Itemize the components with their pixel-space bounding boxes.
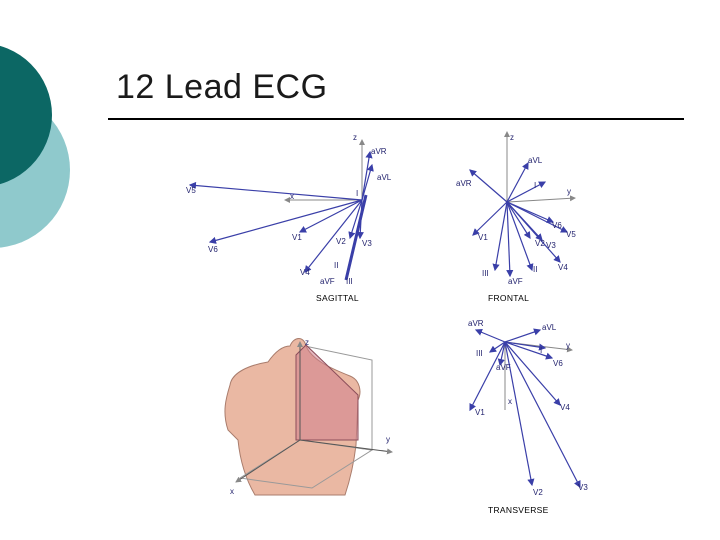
frontal-avf-label: aVF	[508, 277, 523, 286]
sagittal-v1-label: V1	[292, 233, 302, 242]
frontal-v2-label: V2	[535, 239, 545, 248]
sagittal-v1-vector	[300, 200, 362, 232]
frontal-y-axis	[507, 198, 575, 202]
sagittal-panel: z x aVR aVL I V5 V6 V1 V2 V3 V4 II aVF I…	[186, 133, 392, 303]
transverse-i-label: I	[540, 346, 542, 355]
frontal-ii-label: II	[533, 265, 537, 274]
sagittal-i-label: I	[356, 189, 358, 198]
transverse-x-label: x	[508, 397, 512, 406]
frontal-v4-label: V4	[558, 263, 568, 272]
transverse-v6-label: V6	[553, 359, 563, 368]
transverse-v1-label: V1	[475, 408, 485, 417]
sagittal-iii-label: III	[346, 277, 353, 286]
sagittal-v3-label: V3	[362, 239, 372, 248]
torso-x-label: x	[230, 487, 234, 496]
frontal-z-label: z	[510, 133, 514, 142]
torso-panel: z y x	[225, 338, 392, 496]
sagittal-avf-label: aVF	[320, 277, 335, 286]
sagittal-v5-vector	[190, 185, 362, 200]
sagittal-caption: SAGITTAL	[316, 293, 359, 303]
frontal-v1-label: V1	[478, 233, 488, 242]
transverse-v3-label: V3	[578, 483, 588, 492]
transverse-panel: aVR aVL III I y V6 aVF x V1 V4 V2 V3 TRA…	[468, 319, 588, 515]
transverse-v4-label: V4	[560, 403, 570, 412]
frontal-avf-vector	[507, 202, 510, 276]
frontal-i-label: I	[534, 181, 536, 190]
frontal-v6-label: V6	[552, 221, 562, 230]
sagittal-ii-label: II	[334, 261, 338, 270]
sagittal-v2-label: V2	[336, 237, 346, 246]
transverse-y-label: y	[566, 341, 570, 350]
frontal-avl-label: aVL	[528, 156, 543, 165]
sagittal-z-label: z	[353, 133, 357, 142]
sagittal-v6-label: V6	[208, 245, 218, 254]
sagittal-v4-label: V4	[300, 268, 310, 277]
sagittal-x-label: x	[290, 192, 294, 201]
sagittal-v5-label: V5	[186, 186, 196, 195]
transverse-v3-vector	[505, 342, 580, 487]
frontal-caption: FRONTAL	[488, 293, 529, 303]
transverse-avr-label: aVR	[468, 319, 484, 328]
transverse-avl-vector	[505, 330, 540, 342]
transverse-caption: TRANSVERSE	[488, 505, 549, 515]
sagittal-avl-label: aVL	[377, 173, 392, 182]
torso-sagittal-plane	[296, 345, 358, 440]
sagittal-avr-label: aVR	[371, 147, 387, 156]
transverse-iii-label: III	[476, 349, 483, 358]
frontal-panel: z aVL aVR I y V1 V2 V3 V4 V5 V6 II aVF I…	[456, 132, 576, 303]
transverse-avl-label: aVL	[542, 323, 557, 332]
transverse-avf-label: aVF	[496, 363, 511, 372]
frontal-avr-label: aVR	[456, 179, 472, 188]
sagittal-v6-vector	[210, 200, 362, 242]
frontal-v3-label: V3	[546, 241, 556, 250]
torso-y-label: y	[386, 435, 390, 444]
transverse-avr-vector	[476, 330, 505, 342]
torso-z-label: z	[305, 338, 309, 347]
frontal-v5-label: V5	[566, 230, 576, 239]
transverse-i-vector	[505, 342, 545, 348]
frontal-avr-vector	[470, 170, 507, 202]
frontal-iii-label: III	[482, 269, 489, 278]
frontal-y-label: y	[567, 187, 571, 196]
frontal-v4-vector	[507, 202, 560, 262]
transverse-v2-label: V2	[533, 488, 543, 497]
